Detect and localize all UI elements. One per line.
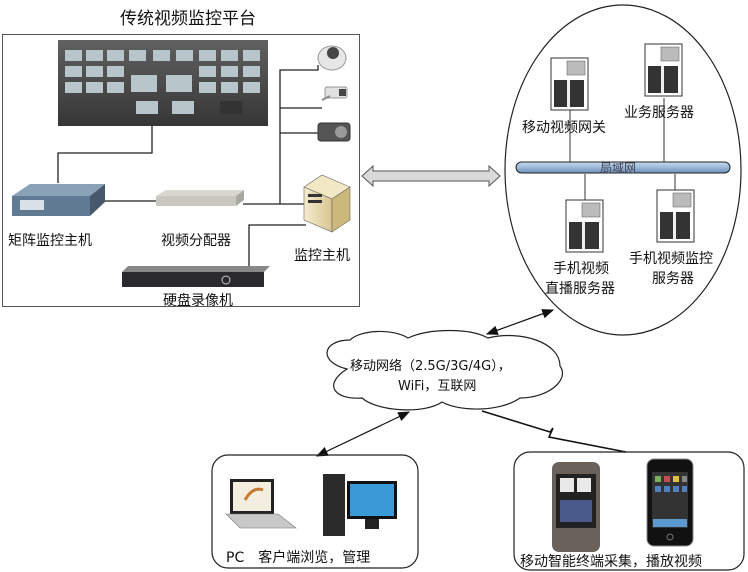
video-splitter-label: 视频分配器 [161, 233, 231, 249]
matrix-host-icon [12, 184, 105, 216]
dvr-icon [122, 266, 270, 287]
link-cloud-server [485, 309, 555, 335]
platform-wires [57, 65, 322, 272]
server-icon-monitor [656, 189, 695, 243]
lan-bus [515, 161, 731, 174]
traditional-platform-box [2, 34, 360, 307]
bidirectional-arrow [361, 164, 501, 188]
lan-wires [569, 98, 676, 200]
laptop-icon [225, 479, 297, 529]
network-cloud [326, 329, 563, 411]
server-cluster-ellipse [504, 4, 742, 336]
pc-client-box [211, 454, 419, 569]
bullet-camera-icon [321, 86, 348, 101]
link-cloud-pc [315, 411, 411, 457]
video-wall-image [58, 40, 268, 126]
monitor-server-label-2: 服务器 [652, 271, 694, 287]
infrared-camera-icon [317, 122, 351, 142]
pc-client-label: PC 客户端浏览，管理 [226, 550, 371, 566]
server-icon-business [644, 43, 683, 97]
video-splitter-icon [156, 190, 244, 206]
wire-wall-to-matrix [57, 126, 153, 183]
live-server-label-1: 手机视频 [553, 261, 609, 277]
server-icon-gateway [550, 57, 589, 111]
cloud-label-line2: WiFi，互联网 [398, 379, 477, 394]
android-phone-icon [552, 462, 600, 552]
server-icon-live [565, 199, 604, 253]
mobile-client-box [513, 451, 745, 571]
monitor-host-icon [303, 174, 351, 233]
monitor-host-label: 监控主机 [294, 248, 350, 264]
live-server-label-2: 直播服务器 [545, 281, 615, 297]
lan-label: 局域网 [600, 161, 637, 175]
business-server-label: 业务服务器 [624, 105, 694, 121]
link-cloud-mobile [481, 410, 627, 453]
cloud-label-line1: 移动网络（2.5G/3G/4G）， [350, 359, 511, 374]
desktop-pc-icon [323, 474, 397, 536]
platform-title: 传统视频监控平台 [120, 9, 256, 29]
dvr-label: 硬盘录像机 [163, 293, 233, 309]
wire-host-to-dvr [248, 224, 306, 272]
wire-bus [279, 65, 319, 204]
monitor-server-label-1: 手机视频监控 [629, 251, 713, 267]
iphone-icon [646, 458, 694, 547]
dome-camera-icon [317, 45, 347, 71]
mobile-gateway-label: 移动视频网关 [522, 120, 606, 136]
mobile-client-label: 移动智能终端采集，播放视频 [520, 554, 702, 570]
matrix-host-label: 矩阵监控主机 [8, 233, 92, 249]
